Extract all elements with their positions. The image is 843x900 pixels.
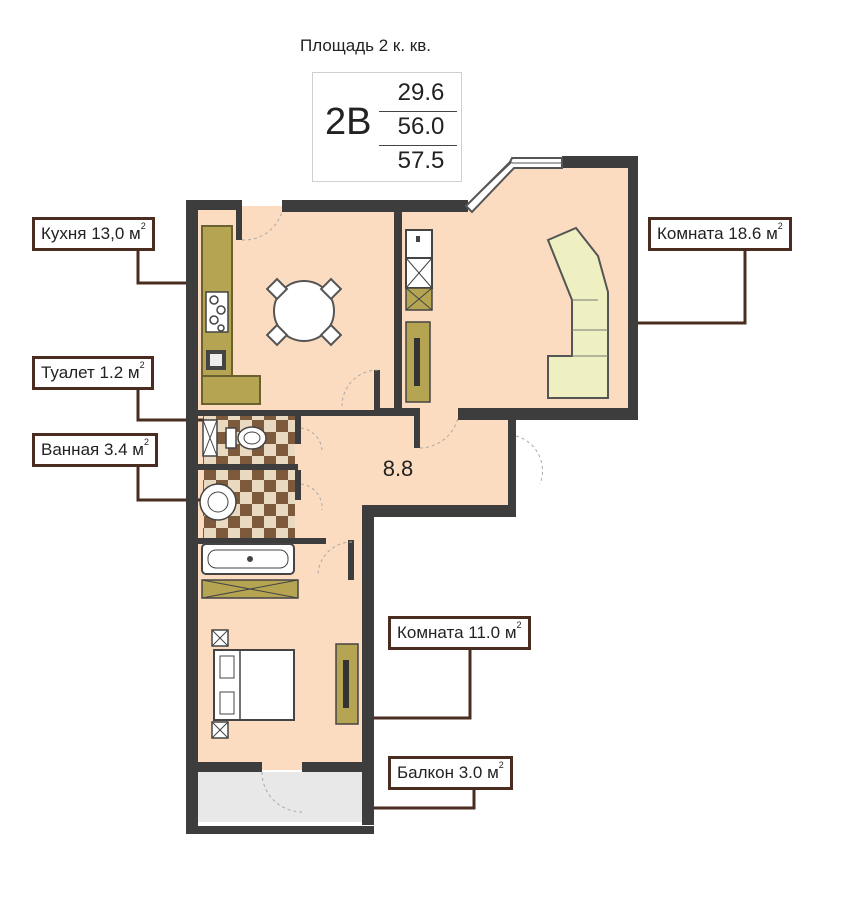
door-swing-toilet [300,427,323,453]
room-large-label-text: Комната 18.6 м [657,224,778,243]
balcony-railing [186,772,374,834]
kitchen-label-text: Кухня 13,0 м [41,224,141,243]
toilet-label-sup: 2 [139,360,145,370]
wall-small-room-stub [348,540,354,580]
wall-top-kitchen [186,200,238,210]
kitchen-furniture [201,225,343,405]
wall-kitchen-room [394,212,402,408]
room-small-label-sup: 2 [516,620,522,630]
bay-window [464,157,563,214]
wall-kitchen-door-jamb [236,200,242,240]
hall-area-label: 8.8 [383,456,414,481]
chair-icon [265,277,343,347]
bathroom-label-text: Ванная 3.4 м [41,440,144,459]
leader-bathroom [136,466,205,502]
living-area-value: 29.6 [397,79,445,106]
washbasin-icon [199,483,237,521]
wall-room-door-jamb [414,408,420,448]
wall-top-mid [282,200,468,212]
door-swing-entry [515,435,544,485]
wardrobe-icon [405,229,433,259]
toilet-tank-icon [225,427,237,449]
bathroom-label-sup: 2 [144,437,150,447]
label-kitchen: Кухня 13,0 м2 [32,217,155,251]
area-divider [379,145,457,146]
label-toilet: Туалет 1.2 м2 [32,356,154,390]
door-swings [241,211,544,813]
wall-corridor-top [376,408,418,416]
room-small-label-text: Комната 11.0 м [397,623,517,642]
bathroom-fixtures [199,419,299,599]
room-large-label-sup: 2 [777,221,783,231]
wall-toilet-bottom [198,464,298,470]
small-room-furniture [211,629,359,739]
wall-left [186,200,198,830]
balcony-label-text: Балкон 3.0 м [397,763,499,782]
label-room-large: Комната 18.6 м2 [648,217,792,251]
wall-kitchen-bottom [198,410,378,416]
toilet-label-text: Туалет 1.2 м [41,363,140,382]
apartment-code: 2В [325,101,372,143]
leader-room-large [628,250,747,325]
door-swing-balcony [261,771,303,813]
wall-small-room-right [362,505,374,825]
label-bathroom: Ванная 3.4 м2 [32,433,159,467]
wall-right-corridor [508,416,516,516]
door-swing-room-large [419,417,459,449]
door-swing-small-room [317,541,353,575]
leader-room-small [372,650,472,720]
label-balcony: Балкон 3.0 м2 [388,756,513,790]
door-swing-bath [300,483,323,511]
large-room-furniture [405,226,609,403]
wall-top-right [562,156,636,168]
wall-right [628,156,638,420]
wall-toilet-right [295,414,301,444]
area-divider [379,111,457,112]
kitchen-counter-bottom [201,375,261,405]
total-area-with-balcony-value: 57.5 [397,147,445,174]
total-area-value: 56.0 [397,113,445,140]
area-summary-box: 2В 29.6 56.0 57.5 [312,72,462,182]
wall-bottom-right [302,762,374,772]
wall-bath-bottom [198,538,326,544]
label-room-small: Комната 11.0 м2 [388,616,531,650]
wall-corridor-bottom [362,505,516,517]
leader-balcony [372,790,476,810]
leader-lines [136,250,747,810]
wall-bottom-left [186,762,262,772]
walls [186,156,638,834]
toilet-icon [237,426,267,450]
page-title: Площадь 2 к. кв. [300,36,431,55]
kitchen-label-sup: 2 [140,221,146,231]
leader-toilet [136,390,204,422]
wall-bath-right [295,470,301,500]
wall-kitchen-bottom-stub [374,370,380,412]
balcony-label-sup: 2 [498,760,504,770]
dining-table-icon [273,280,335,342]
leader-kitchen [136,250,196,285]
door-swing-kitchen [241,211,283,241]
balcony-floor [194,772,372,822]
door-swing-kitchen-hall [341,369,379,407]
wall-bottom-room [458,408,638,420]
